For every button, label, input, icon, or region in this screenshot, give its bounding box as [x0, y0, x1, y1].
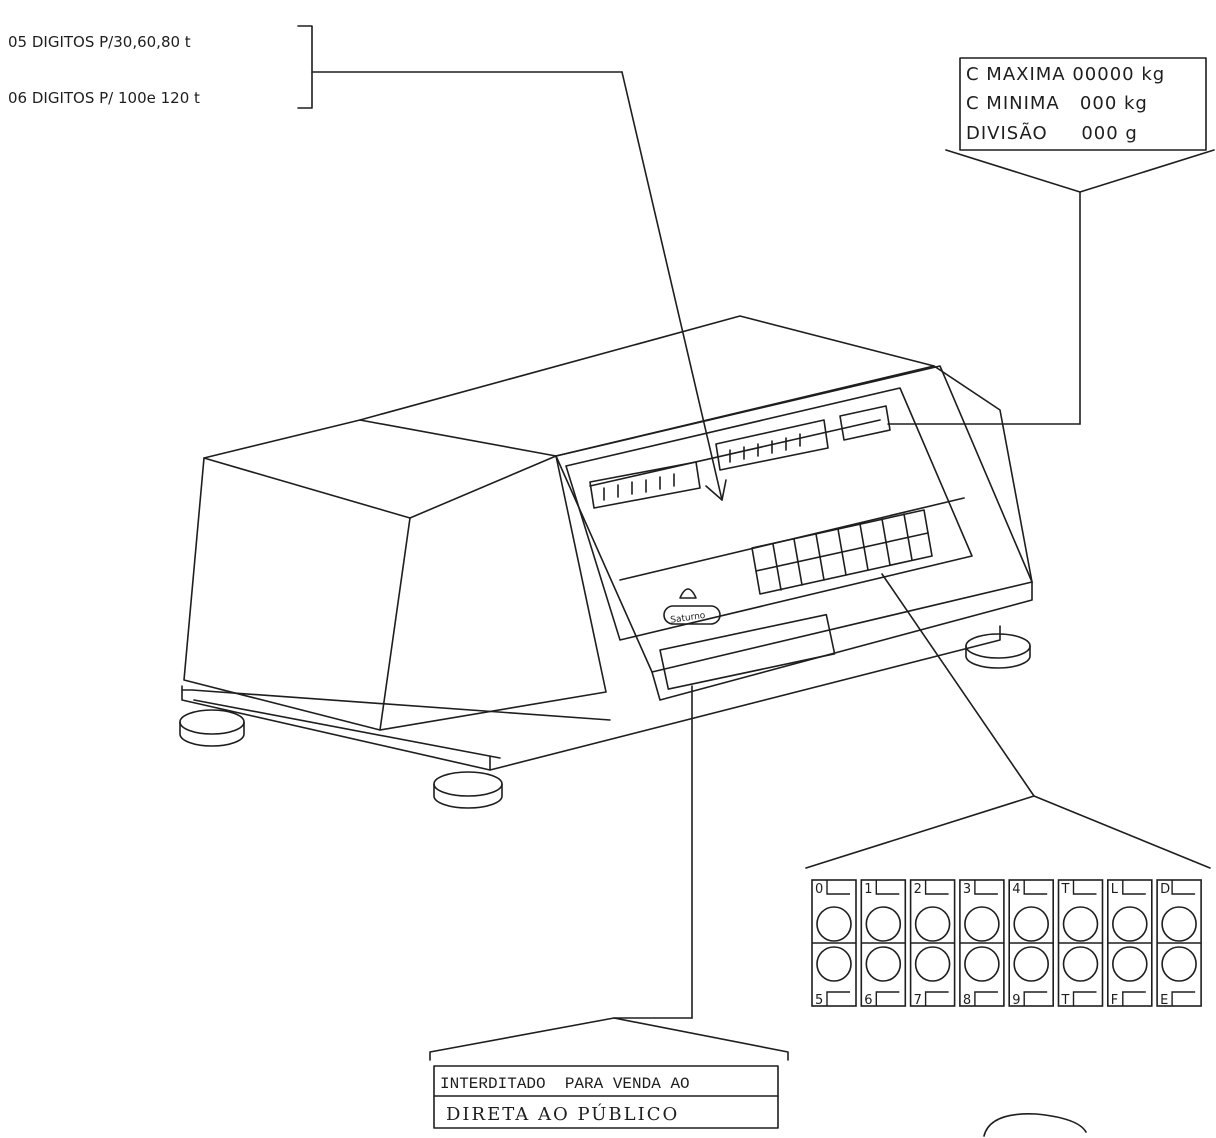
- foot-center: [433, 771, 503, 809]
- keypad-key-7: DE: [1156, 879, 1202, 1008]
- keypad-bottom-label: 5: [815, 993, 823, 1008]
- digits-leader-line: [621, 71, 727, 501]
- capacity-min-label: C MINIMA 000 kg: [966, 93, 1148, 114]
- warning-line-1: INTERDITADO PARA VENDA AO: [440, 1075, 690, 1093]
- keypad-top-label: 2: [914, 882, 922, 897]
- warning-label-box: [433, 1065, 779, 1129]
- warning-line-2: DIRETA AO PÚBLICO: [446, 1102, 679, 1125]
- capacity-plate-box: [887, 57, 1215, 425]
- keypad-top-label: L: [1111, 882, 1119, 897]
- capacity-display: [839, 405, 891, 441]
- capacity-division-label: DIVISÃO 000 g: [966, 122, 1138, 144]
- weight-display: [589, 461, 701, 509]
- keypad-top-label: T: [1061, 882, 1070, 897]
- digits-6-label: 06 DIGITOS P/ 100e 120 t: [8, 89, 200, 107]
- keypad-bottom-label: 6: [864, 993, 872, 1008]
- capacity-max-label: C MAXIMA 00000 kg: [966, 64, 1165, 85]
- keypad-top-label: 3: [963, 882, 971, 897]
- keypad-bottom-label: 9: [1012, 993, 1020, 1008]
- device-keypad: [751, 509, 933, 595]
- keypad-top-label: D: [1160, 882, 1170, 897]
- keypad-bottom-label: 7: [914, 993, 922, 1008]
- signature-mark: [983, 1113, 1087, 1137]
- foot-left: [179, 709, 245, 747]
- keypad-bottom-label: F: [1111, 993, 1118, 1008]
- brand-logo: [663, 588, 721, 625]
- keypad-key-6: LF: [1107, 879, 1153, 1008]
- keypad-top-label: 0: [815, 882, 823, 897]
- warning-leader-line: [429, 685, 789, 1061]
- keypad-key-2: 27: [909, 879, 956, 1008]
- keypad-top-label: 4: [1012, 882, 1020, 897]
- keypad-bottom-label: T: [1061, 993, 1070, 1008]
- keypad-bottom-label: 8: [963, 993, 971, 1008]
- digits-note-bracket: [297, 25, 623, 109]
- keypad-leader-line: [805, 573, 1211, 869]
- keypad-key-0: 05: [811, 879, 857, 1008]
- brand-label: Saturno: [670, 611, 707, 626]
- scale-body: [181, 315, 1033, 771]
- keypad-key-1: 16: [860, 879, 907, 1008]
- keypad-bottom-label: E: [1160, 993, 1168, 1008]
- keypad-top-label: 1: [864, 882, 872, 897]
- keypad-key-4: 49: [1008, 879, 1055, 1008]
- keypad-key-5: TT: [1057, 879, 1104, 1008]
- keypad-key-3: 38: [959, 879, 1005, 1008]
- price-display: [715, 419, 829, 471]
- foot-right: [965, 633, 1031, 669]
- digits-5-label: 05 DIGITOS P/30,60,80 t: [8, 33, 191, 51]
